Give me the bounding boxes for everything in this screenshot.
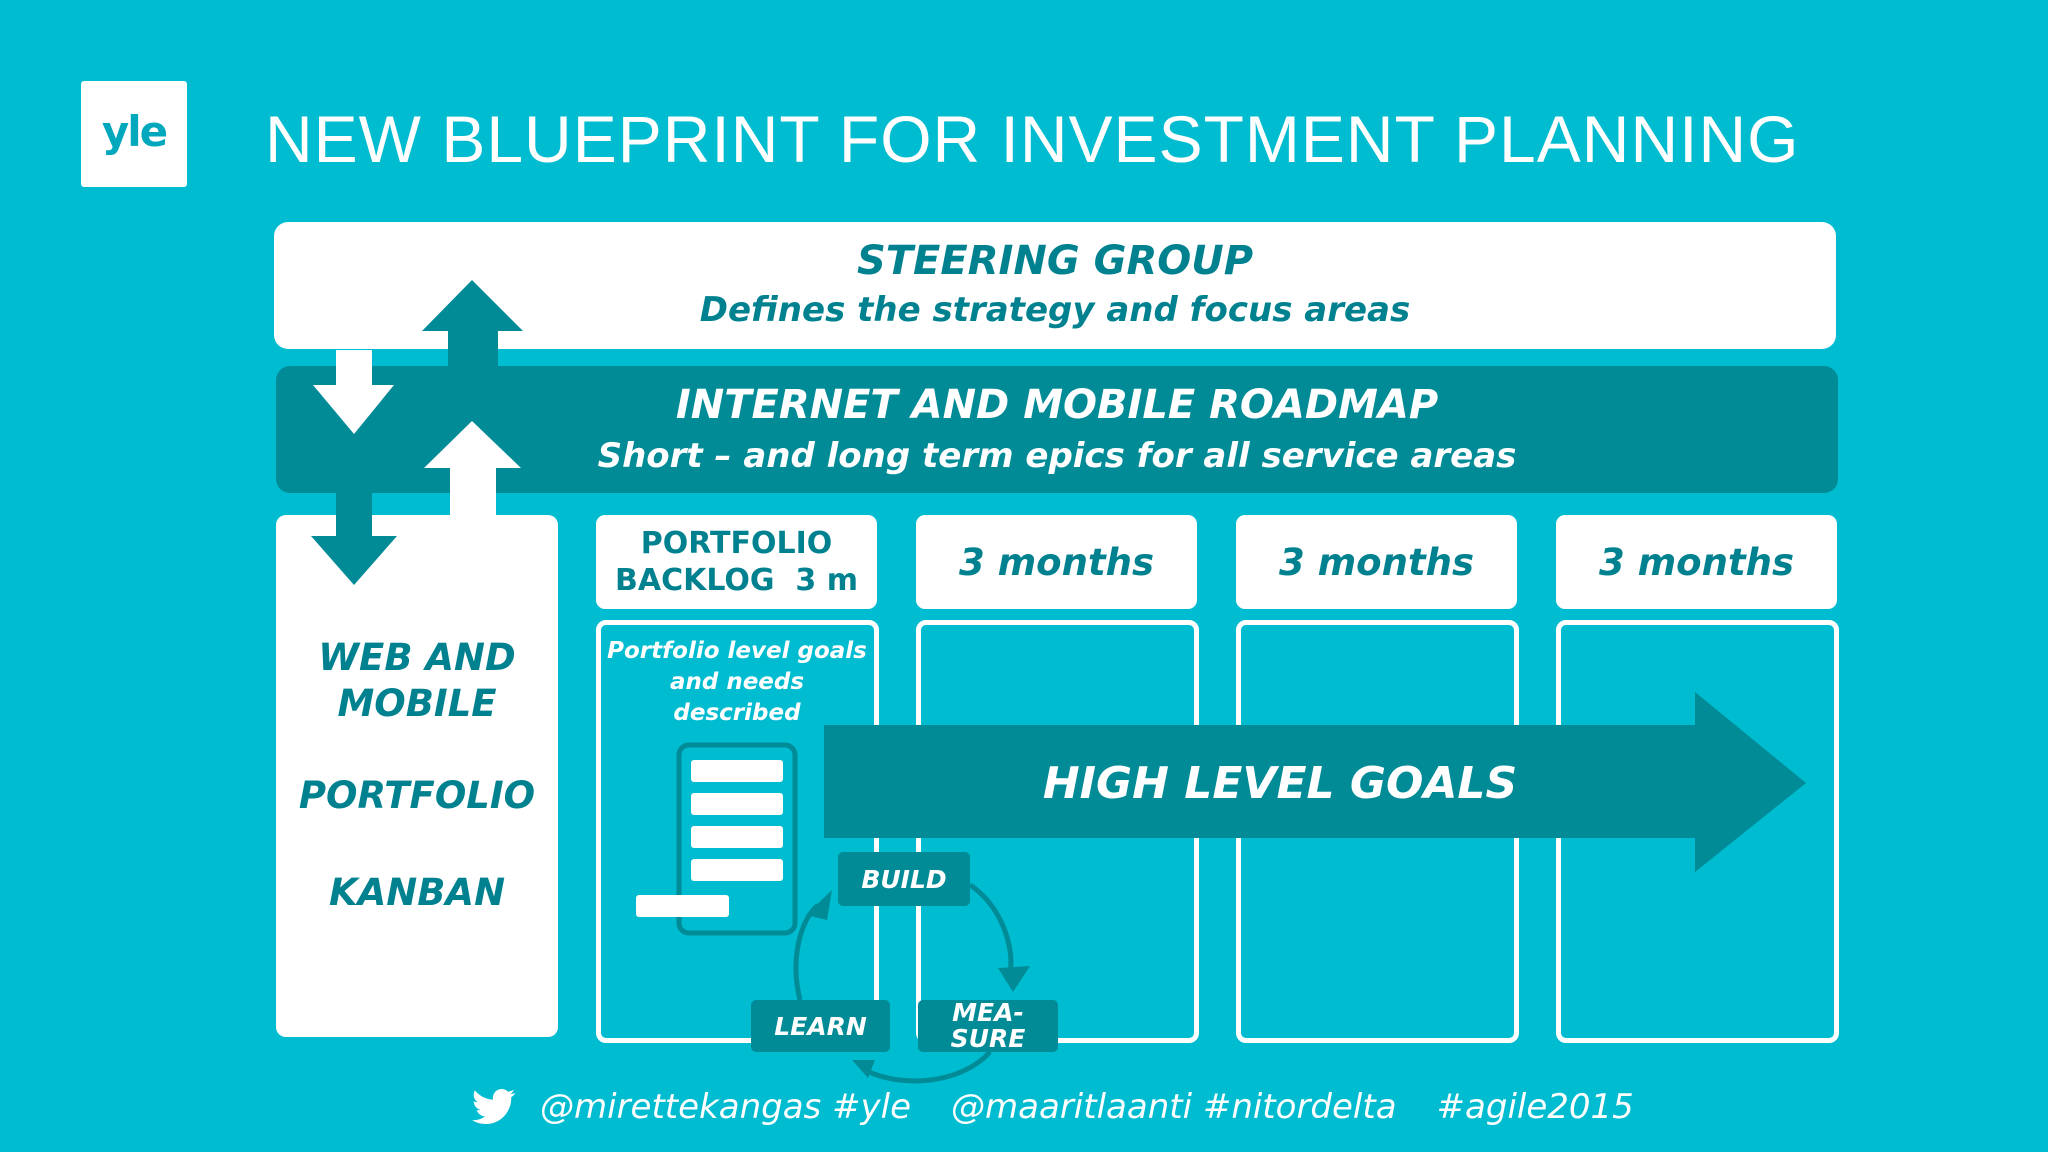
backlog-card xyxy=(691,760,783,782)
down-arrow-teal xyxy=(311,492,397,585)
backlog-card xyxy=(691,793,783,815)
page-title: NEW BLUEPRINT FOR INVESTMENT PLANNING xyxy=(265,102,1800,176)
portfolio-goals-line2: and needs xyxy=(669,669,805,695)
roadmap-title: INTERNET AND MOBILE ROADMAP xyxy=(675,382,1439,428)
backlog-list-icon xyxy=(676,742,798,936)
months-header-3: 3 months xyxy=(1556,515,1837,609)
footer-hashtag: #agile2015 xyxy=(1436,1087,1634,1127)
portfolio-goals-line3: described xyxy=(673,700,801,726)
portfolio-goals-text: Portfolio level goals and needs describe… xyxy=(596,636,878,729)
measure-label-line1: MEA- xyxy=(952,998,1024,1027)
portfolio-kanban-box: WEB AND MOBILE PORTFOLIO KANBAN xyxy=(276,515,558,1037)
footer: @mirettekangas #yle @maaritlaanti #nitor… xyxy=(472,1082,1634,1132)
web-and-label: WEB AND xyxy=(318,636,516,679)
cycle-arrow-build-to-measure xyxy=(968,882,1014,976)
footer-handle-1: @mirettekangas #yle xyxy=(540,1087,912,1127)
build-label: BUILD xyxy=(838,852,970,906)
up-arrow-white xyxy=(424,421,521,515)
portfolio-goals-line1: Portfolio level goals xyxy=(607,638,867,664)
backlog-header-line2: BACKLOG 3 m xyxy=(615,563,858,598)
high-level-goals-arrow xyxy=(824,692,1806,872)
learn-label: LEARN xyxy=(751,1000,890,1052)
steering-group-band: STEERING GROUP Defines the strategy and … xyxy=(274,222,1836,349)
backlog-card xyxy=(691,859,783,881)
backlog-card xyxy=(691,826,783,848)
mobile-label: MOBILE xyxy=(337,682,497,725)
up-arrow-teal-head xyxy=(422,280,523,366)
portfolio-label: PORTFOLIO xyxy=(298,774,536,817)
cycle-arrow-learn-to-build xyxy=(793,903,820,1001)
roadmap-subtitle: Short – and long term epics for all serv… xyxy=(597,436,1517,476)
backlog-card-moving xyxy=(636,895,729,917)
months-header-1: 3 months xyxy=(916,515,1197,609)
cycle-arrow-measure-to-learn xyxy=(863,1050,992,1084)
roadmap-band: INTERNET AND MOBILE ROADMAP Short – and … xyxy=(276,366,1838,493)
footer-handle-2: @maaritlaanti #nitordelta xyxy=(951,1087,1397,1127)
cycle-arrowhead-build xyxy=(806,890,832,920)
measure-label-line2: SURE xyxy=(950,1024,1026,1053)
high-level-goals-label: HIGH LEVEL GOALS xyxy=(1042,758,1518,809)
cycle-arrowhead-learn xyxy=(852,1060,875,1078)
twitter-bird-icon xyxy=(472,1088,516,1125)
cycle-arrowhead-measure xyxy=(998,966,1030,992)
portfolio-backlog-header: PORTFOLIO BACKLOG 3 m xyxy=(596,515,877,609)
backlog-header-line1: PORTFOLIO xyxy=(640,526,833,561)
months-header-2: 3 months xyxy=(1236,515,1517,609)
kanban-label: KANBAN xyxy=(328,871,506,914)
steering-group-title: STEERING GROUP xyxy=(856,238,1254,284)
down-arrow-white xyxy=(313,350,394,434)
logo-text: yle xyxy=(101,106,168,156)
measure-label: MEA- SURE xyxy=(918,1000,1058,1052)
yle-logo: yle xyxy=(81,81,187,187)
steering-group-subtitle: Defines the strategy and focus areas xyxy=(699,290,1411,330)
web-and-mobile-label: WEB AND MOBILE xyxy=(276,635,558,727)
